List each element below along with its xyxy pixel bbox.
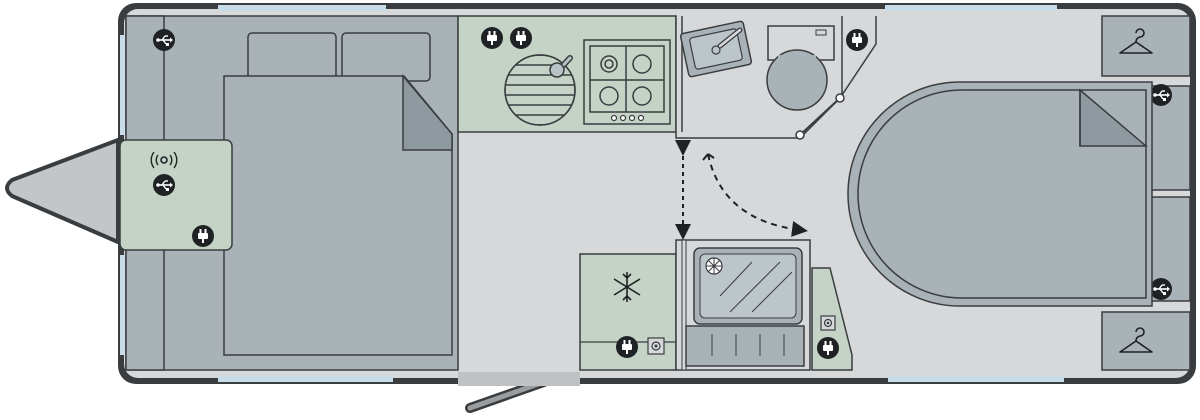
wireless-charging-icon <box>150 151 178 169</box>
washbasin <box>679 20 753 78</box>
power-socket-icon <box>480 26 504 50</box>
window <box>218 5 386 11</box>
power-socket-icon <box>509 26 533 50</box>
entrance-step <box>458 372 580 386</box>
usb-icon <box>1149 277 1173 301</box>
toilet-icon <box>766 25 835 111</box>
double-bed <box>223 75 453 356</box>
power-socket-icon <box>615 335 639 359</box>
power-socket-icon <box>816 336 840 360</box>
window <box>885 5 1057 11</box>
usb-icon <box>152 28 176 52</box>
a-frame-hitch <box>5 138 120 244</box>
pillow <box>247 32 337 82</box>
gas-hob <box>583 39 671 125</box>
shower-seat <box>685 325 805 367</box>
power-socket-icon <box>191 224 215 248</box>
window <box>888 376 1064 382</box>
window <box>120 35 126 135</box>
hob-knobs <box>610 114 645 122</box>
wardrobe <box>1101 311 1191 371</box>
power-socket-icon <box>845 28 869 52</box>
bedside-panel <box>119 139 233 251</box>
washroom-door <box>799 97 841 136</box>
wardrobe <box>1101 15 1191 77</box>
pillow <box>341 32 431 82</box>
tv-aerial-socket-icon <box>820 315 836 331</box>
sink-tap-icon <box>549 55 573 78</box>
snowflake-icon <box>613 272 641 302</box>
window <box>120 255 126 355</box>
shower-access-arrow <box>707 153 808 237</box>
usb-icon <box>152 173 176 197</box>
hob-burner-icon <box>590 46 664 112</box>
window <box>218 376 393 382</box>
tv-aerial-socket-icon <box>647 337 665 355</box>
shower-tray-icon <box>693 247 803 325</box>
usb-icon <box>1149 83 1173 107</box>
bed-duvet-fold <box>402 73 453 151</box>
